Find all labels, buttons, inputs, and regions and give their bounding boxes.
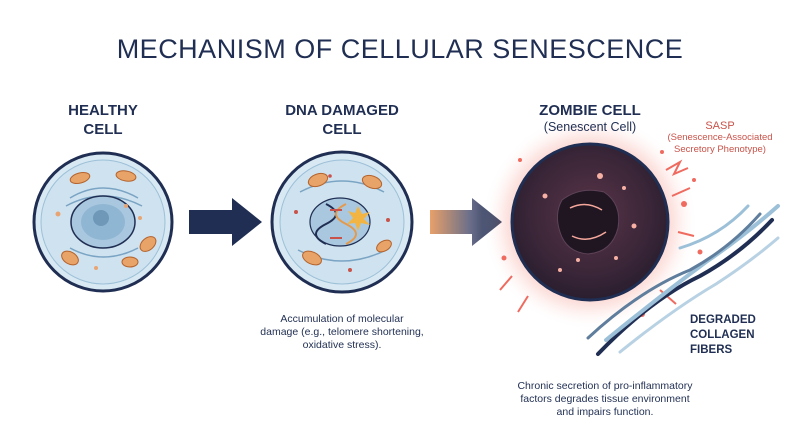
zombie-nucleus [556,189,620,255]
damaged-cell [270,150,414,294]
damage-caption: Accumulation of molecular damage (e.g., … [252,313,432,352]
zombie-caption: Chronic secretion of pro-inflammatory fa… [480,380,730,419]
fibers-label-line: COLLAGEN [690,329,755,341]
damage-spark-icon [347,206,370,231]
sasp-title: SASP [705,120,735,132]
stage-zombie-title: ZOMBIE CELL [539,102,641,119]
damage-caption-line: oxidative stress). [302,339,382,351]
zombie-caption-line: and impairs function. [556,406,654,418]
stage-damaged-line2: CELL [322,121,362,138]
arrow-icon [189,198,262,246]
fibers-label: DEGRADED COLLAGEN FIBERS [690,313,790,358]
fibers-label-line: DEGRADED [690,314,756,326]
stage-zombie-subtitle: (Senescent Cell) [543,120,637,134]
mitochondria [61,170,157,268]
sasp-burst-icon [499,159,695,313]
dna-helix-icon [315,203,357,245]
stage-label-damaged: DNA DAMAGED CELL [277,101,407,139]
zombie-cell [482,114,703,330]
healthy-nucleus [70,195,136,249]
stage-healthy-line1: HEALTHY [68,102,138,119]
zombie-caption-line: Chronic secretion of pro-inflammatory [517,380,693,392]
healthy-cell [32,151,174,293]
stage-label-zombie: ZOMBIE CELL (Senescent Cell) [520,101,660,134]
damage-caption-line: damage (e.g., telomere shortening, [260,326,424,338]
sasp-label: SASP (Senescence-Associated Secretory Ph… [650,120,790,156]
zombie-caption-line: factors degrades tissue environment [520,393,690,405]
page-title: MECHANISM OF CELLULAR SENESCENCE [116,34,684,64]
stage-label-healthy: HEALTHY CELL [53,101,153,139]
damage-caption-line: Accumulation of molecular [280,313,404,325]
stage-damaged-line1: DNA DAMAGED [285,102,399,119]
collagen-fibers [586,204,780,356]
fibers-label-line: FIBERS [690,344,733,356]
sasp-line2: Secretory Phenotype) [674,144,766,155]
stage-healthy-line2: CELL [83,121,123,138]
sasp-line1: (Senescence-Associated [667,132,773,143]
